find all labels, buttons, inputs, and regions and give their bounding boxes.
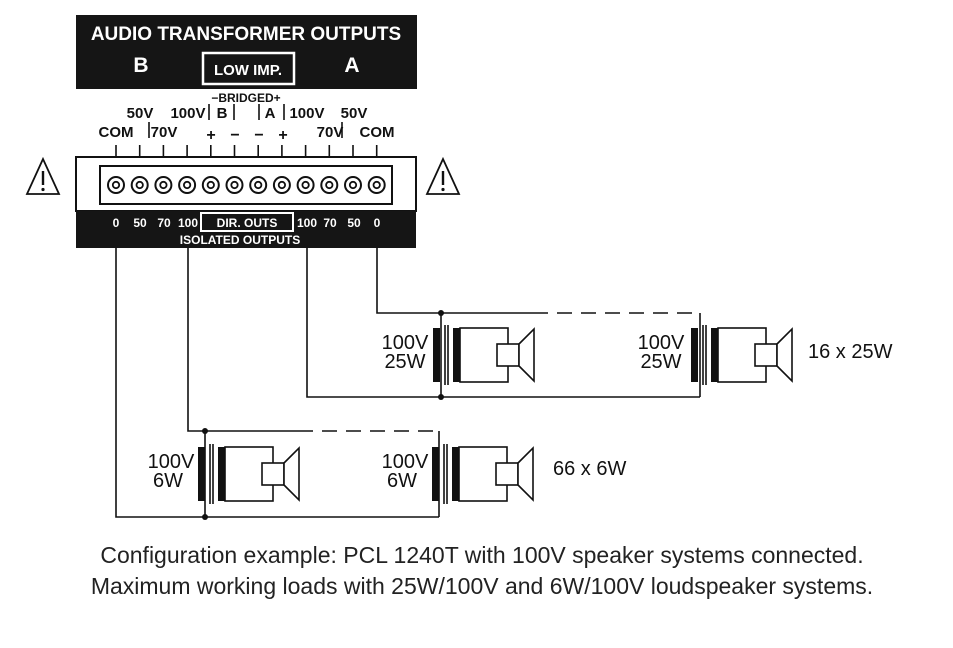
low-imp-box <box>201 51 296 86</box>
transformer-coil <box>711 328 718 382</box>
terminal-screw-center <box>348 180 358 190</box>
terminal-screw-center <box>230 180 239 190</box>
tap-b-100: 100 <box>178 216 198 230</box>
speaker-icon <box>517 446 534 502</box>
speaker-magnet <box>261 462 285 486</box>
tap-a-0: 0 <box>374 216 381 230</box>
label-a-com: COM <box>360 124 395 141</box>
dir-outs-box <box>200 212 294 232</box>
header-side-a: A <box>344 54 359 77</box>
spk-b1-watt: 6W <box>153 470 183 492</box>
speaker-magnet <box>495 462 519 486</box>
label-minus-1: − <box>230 127 239 144</box>
terminal-screw-center <box>111 180 121 190</box>
spk-a1-watt: 25W <box>384 351 425 373</box>
terminal-screw-center <box>254 180 263 190</box>
speaker-icon <box>283 446 300 502</box>
bridged-label: −BRIDGED+ <box>211 91 280 105</box>
terminal-screws <box>107 176 386 194</box>
transformer-coil <box>432 447 439 501</box>
caption-line-2: Maximum working loads with 25W/100V and … <box>91 573 873 599</box>
tap-a-70: 70 <box>323 216 337 230</box>
low-imp-label: LOW IMP. <box>214 62 282 79</box>
terminal-screw-center <box>277 180 286 190</box>
tap-a-50: 50 <box>347 216 361 230</box>
tap-b-50: 50 <box>133 216 147 230</box>
label-separators <box>148 104 343 138</box>
caption-line-1: Configuration example: PCL 1240T with 10… <box>100 542 863 568</box>
speaker-magnet <box>496 343 520 367</box>
speaker-assembly <box>433 325 535 385</box>
label-a-50v: 50V <box>341 105 368 122</box>
spk-b2-voltage: 100V <box>382 451 429 473</box>
spk-b2-watt: 6W <box>387 470 417 492</box>
transformer-coil <box>198 447 205 501</box>
speaker-assembly <box>432 444 534 504</box>
transformer-coil <box>433 328 440 382</box>
spk-a1-voltage: 100V <box>382 332 429 354</box>
label-minus-2: − <box>254 127 263 144</box>
terminal-screw-center <box>135 180 144 190</box>
label-bridge-a: A <box>265 105 276 122</box>
terminal-screw-center <box>301 180 310 190</box>
transformer-coil <box>218 447 225 501</box>
line-a-count: 16 x 25W <box>808 341 893 363</box>
speaker-assembly <box>691 325 793 385</box>
label-a-70v: 70V <box>317 124 344 141</box>
speaker-assembly <box>198 444 300 504</box>
label-a-100v: 100V <box>289 105 324 122</box>
header-title: AUDIO TRANSFORMER OUTPUTS <box>91 24 401 45</box>
terminal-screw-center <box>183 180 192 190</box>
tap-b-0: 0 <box>113 216 120 230</box>
label-bridge-b: B <box>217 105 228 122</box>
line-b-count: 66 x 6W <box>553 458 626 480</box>
terminal-screw-center <box>159 180 168 190</box>
spk-a2-voltage: 100V <box>638 332 685 354</box>
terminal-screw-center <box>372 180 381 190</box>
junction-dot <box>202 514 208 520</box>
warning-triangle-icon <box>425 156 461 195</box>
tap-a-100: 100 <box>297 216 317 230</box>
warning-triangle-icon <box>25 156 61 195</box>
wiring-line-a <box>306 248 701 398</box>
label-b-50v: 50V <box>127 105 154 122</box>
isolated-outputs-label: ISOLATED OUTPUTS <box>180 233 300 247</box>
label-b-70v: 70V <box>151 124 178 141</box>
transformer-coil <box>691 328 698 382</box>
label-b-100v: 100V <box>170 105 205 122</box>
speaker-magnet <box>754 343 778 367</box>
spk-a2-watt: 25W <box>640 351 681 373</box>
speaker-assemblies <box>198 325 793 504</box>
transformer-coil <box>452 447 459 501</box>
label-plus-1: + <box>206 127 215 144</box>
wiring-line-b <box>115 248 440 518</box>
speaker-icon <box>518 327 535 383</box>
label-b-com: COM <box>99 124 134 141</box>
label-plus-2: + <box>278 127 287 144</box>
terminal-screw-center <box>325 180 334 190</box>
junction-dot <box>202 428 208 434</box>
speaker-icon <box>776 327 793 383</box>
junction-dot <box>438 310 444 316</box>
tap-b-70: 70 <box>157 216 171 230</box>
spk-b1-voltage: 100V <box>148 451 195 473</box>
header-side-b: B <box>133 54 148 77</box>
dir-outs-label: DIR. OUTS <box>217 216 278 230</box>
junction-dot <box>438 394 444 400</box>
transformer-coil <box>453 328 460 382</box>
terminal-screw-center <box>206 180 215 190</box>
